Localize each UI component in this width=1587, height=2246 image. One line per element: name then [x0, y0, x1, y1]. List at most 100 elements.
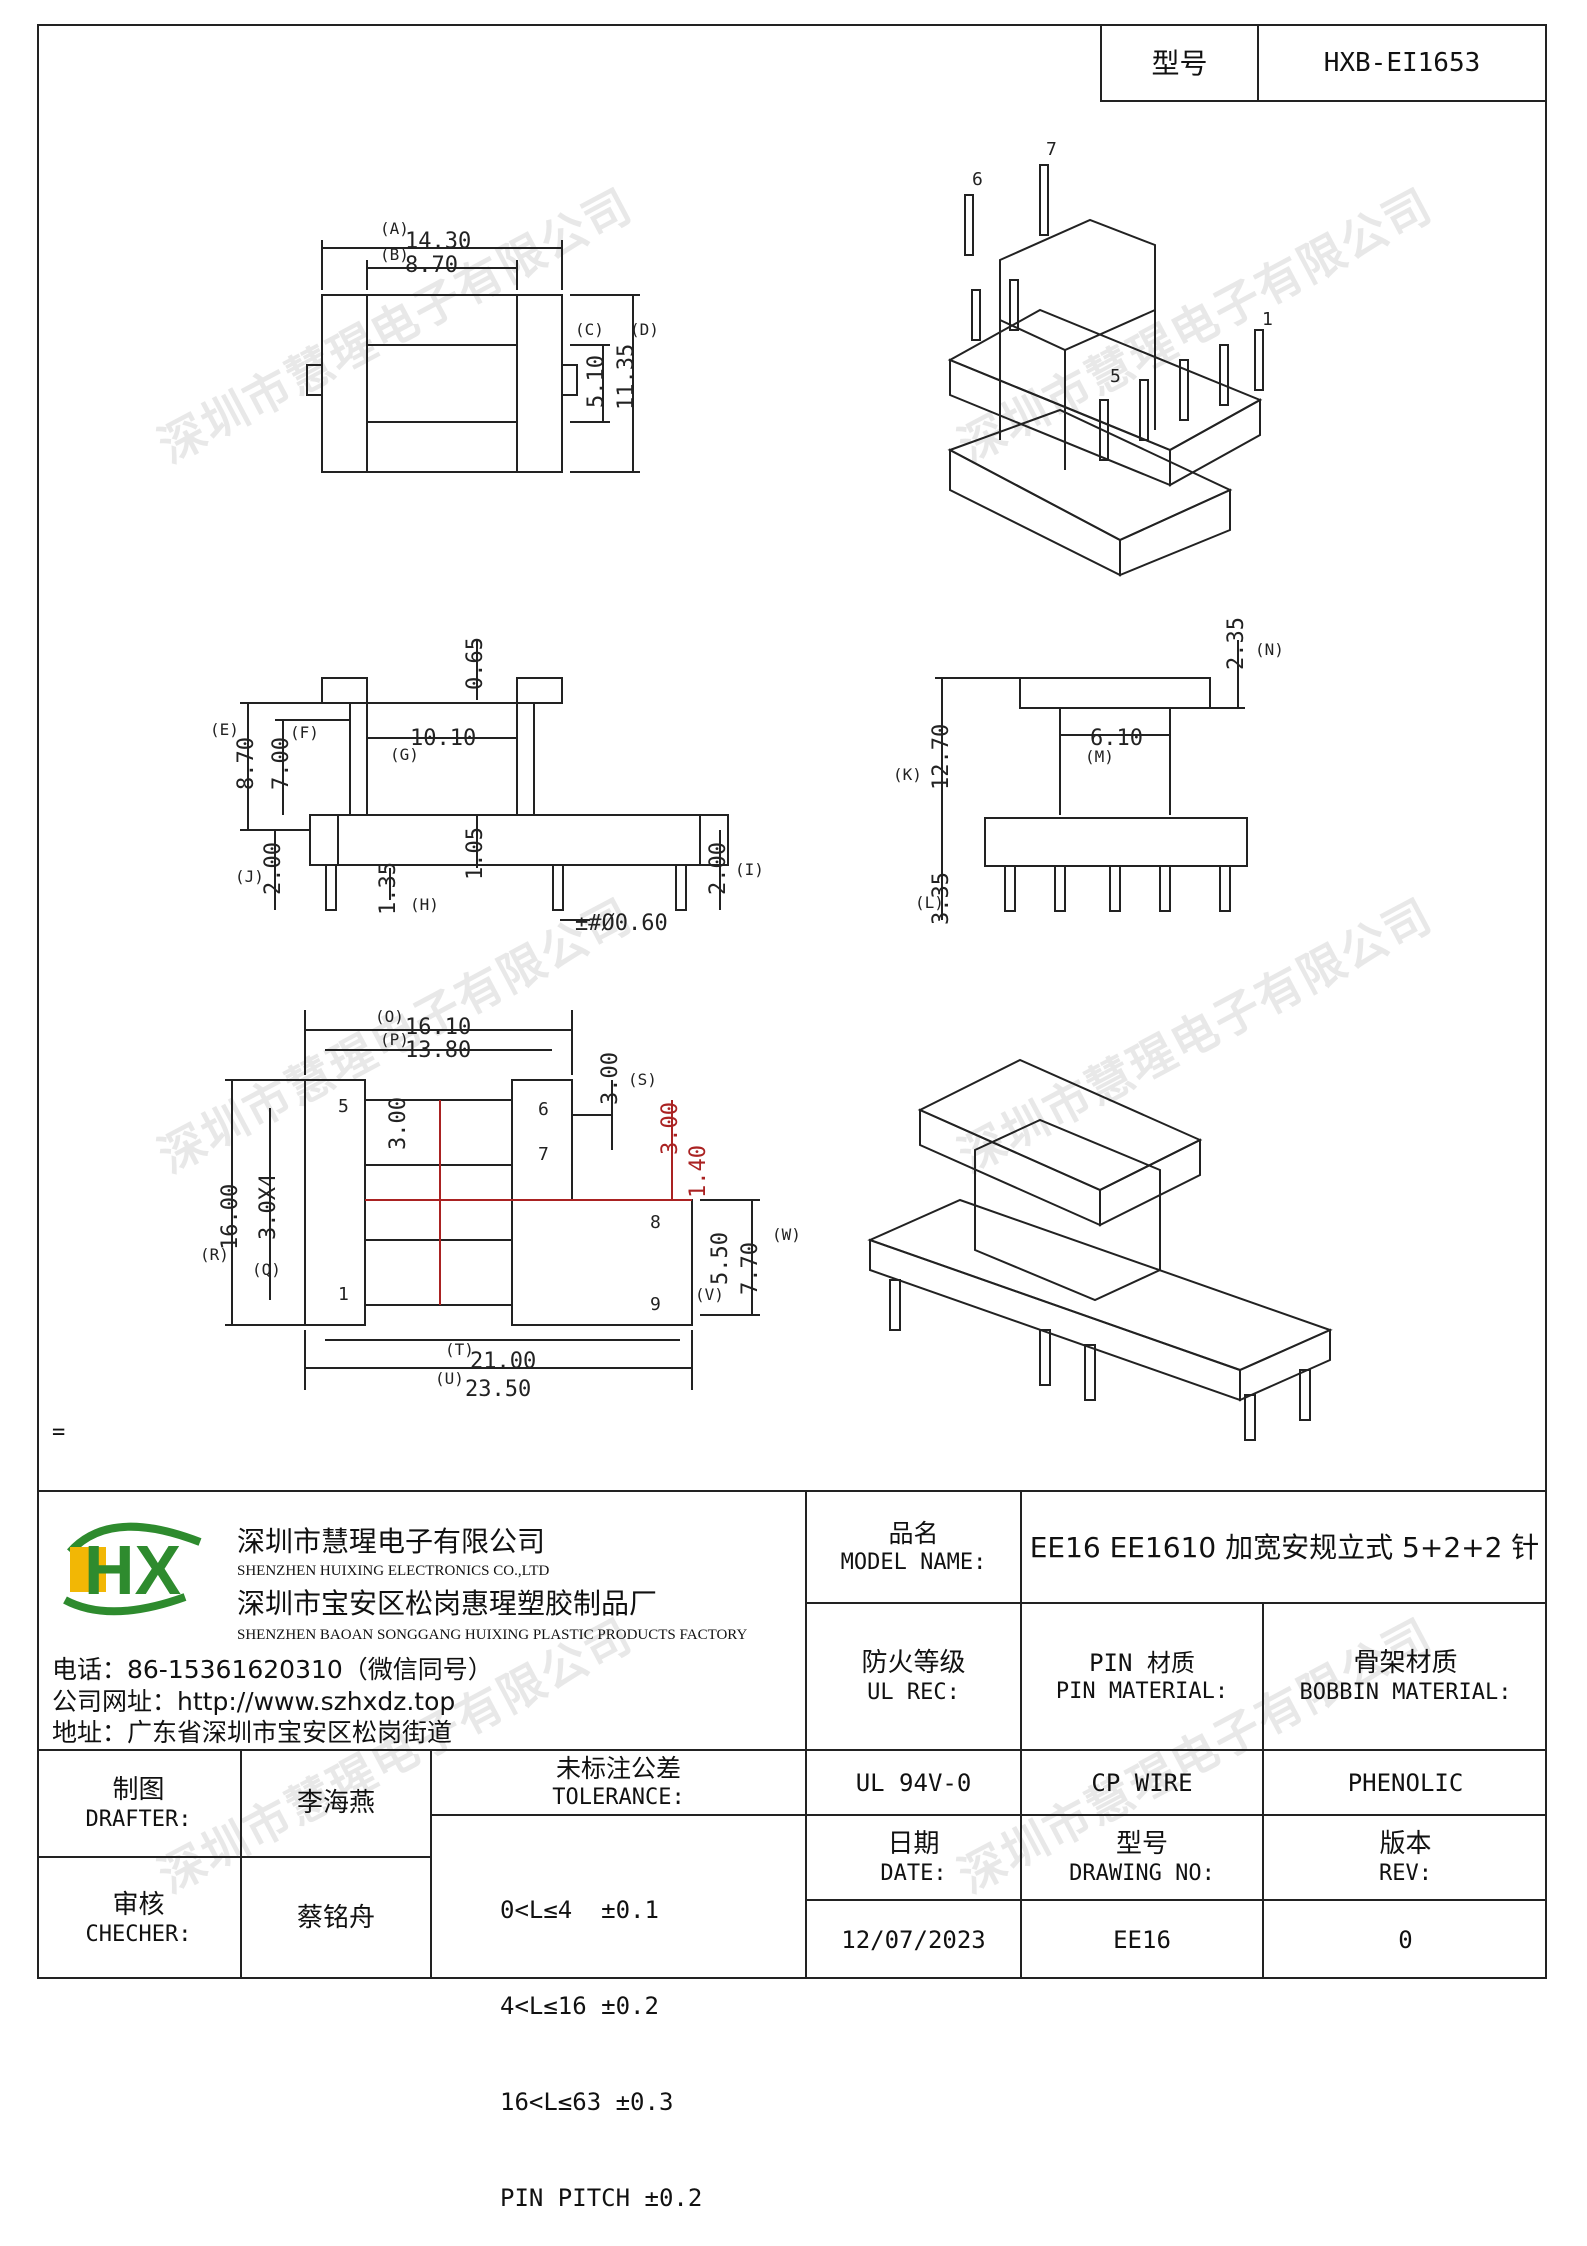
drawing-no-label: 型号 DRAWING NO: [1022, 1816, 1262, 1899]
titleblock-hline [37, 1749, 1547, 1751]
dim-label: (B) [380, 245, 409, 264]
logo-graphic [63, 1522, 202, 1616]
rev-label: 版本 REV: [1264, 1816, 1547, 1899]
model-name-label: 品名 MODEL NAME: [807, 1492, 1020, 1602]
dim-label: (H) [410, 895, 439, 914]
pin-material-cn: PIN 材质 [1089, 1648, 1195, 1677]
company-name-cn: 深圳市慧瑆电子有限公司 [237, 1525, 546, 1558]
dim-value: 13.80 [405, 1038, 471, 1063]
tolerance-cn: 未标注公差 [555, 1754, 681, 1784]
dim-value: 8.70 [234, 737, 259, 790]
dim-label: (D) [630, 320, 659, 339]
drafter-label: 制图 DRAFTER: [37, 1751, 240, 1856]
dim-value: 23.50 [465, 1377, 531, 1402]
ul-rec-label: 防火等级 UL REC: [807, 1604, 1020, 1749]
iso-view-top: 6 7 1 5 [947, 139, 1273, 577]
bobbin-material-en: BOBBIN MATERIAL: [1299, 1680, 1512, 1705]
dim-value: 5.50 [708, 1232, 733, 1285]
dim-value: 2.35 [1224, 617, 1249, 670]
pin-material-value: CP WIRE [1091, 1768, 1193, 1797]
bottom-view: (O) 16.10 (P) 13.80 3.00 (S) 3.00 3.00 1… [200, 1007, 801, 1402]
dim-value: 11.35 [614, 344, 639, 410]
rev-cn: 版本 [1379, 1828, 1432, 1859]
dim-label: (K) [893, 765, 922, 784]
tolerance-line: 16<L≤63 ±0.3 [500, 2088, 674, 2116]
pin-number: 5 [1110, 366, 1121, 387]
tolerance-en: TOLERANCE: [552, 1785, 685, 1811]
header-mid-line [1257, 24, 1259, 102]
drawing-no-value: EE16 [1113, 1926, 1171, 1954]
rev-value: 0 [1398, 1926, 1413, 1954]
titleblock-hline [430, 1814, 1547, 1816]
technical-drawing: (A) 14.30 (B) 8.70 (C) (D) 5.10 11.35 6 … [200, 139, 1333, 1441]
titleblock-hline [805, 1602, 1547, 1604]
dim-value: 10.10 [410, 726, 476, 751]
dim-label: (J) [235, 867, 264, 886]
dim-label: (P) [380, 1030, 409, 1049]
dim-value: ±#Ø0.60 [575, 911, 668, 936]
date-label: 日期 DATE: [807, 1816, 1020, 1899]
drafter-cn: 制图 [112, 1774, 165, 1805]
drawing-no-cn: 型号 [1115, 1828, 1168, 1859]
dim-label: (M) [1085, 747, 1114, 766]
dim-label: (T) [445, 1340, 474, 1359]
dim-label: (U) [435, 1369, 464, 1388]
tolerance-line: PIN PITCH ±0.2 [500, 2184, 703, 2212]
model-name-value: EE16 EE1610 加宽安规立式 5+2+2 针 [1029, 1530, 1540, 1564]
checker-cn: 审核 [112, 1889, 165, 1920]
rev-en: REV: [1379, 1861, 1432, 1886]
dim-label: (E) [210, 720, 239, 739]
dim-value: 1.05 [463, 827, 488, 880]
bobbin-material-label: 骨架材质 BOBBIN MATERIAL: [1264, 1604, 1547, 1749]
top-view: (A) 14.30 (B) 8.70 (C) (D) 5.10 11.35 [306, 219, 659, 473]
dim-value: 0.65 [463, 637, 488, 690]
tolerance-label: 未标注公差 TOLERANCE: [432, 1751, 805, 1814]
checker-label: 审核 CHECHER: [37, 1858, 240, 1979]
pin-number: 7 [538, 1144, 549, 1165]
titleblock-vline [1262, 1602, 1264, 1979]
tolerance-values: 0<L≤4 ±0.1 4<L≤16 ±0.2 16<L≤63 ±0.3 PIN … [500, 1830, 702, 2246]
titleblock-vline [805, 1490, 807, 1979]
checker-en: CHECHER: [85, 1922, 192, 1947]
header-bottom-line [1100, 100, 1547, 102]
dim-label: (A) [380, 219, 409, 238]
model-name-cn: 品名 [888, 1518, 939, 1548]
front-view: (E) (F) 8.70 7.00 (G) 10.10 0.65 1.05 1.… [210, 637, 764, 936]
dim-label: (W) [772, 1225, 801, 1244]
company-address: 地址：广东省深圳市宝安区松岗街道 [52, 1718, 453, 1747]
dim-label: (R) [200, 1245, 229, 1264]
drafter-en: DRAFTER: [85, 1807, 192, 1832]
dim-label: (V) [695, 1285, 724, 1304]
dim-label: (L) [915, 893, 944, 912]
dim-value: 7.70 [738, 1242, 763, 1295]
dim-label: (G) [390, 745, 419, 764]
company-name-en: SHENZHEN HUIXING ELECTRONICS CO.,LTD [237, 1563, 550, 1579]
dim-value: 2.00 [706, 842, 731, 895]
pin-number: 9 [650, 1294, 661, 1315]
dim-label: (C) [575, 320, 604, 339]
dim-label: (Q) [252, 1260, 281, 1279]
dim-value: 5.10 [584, 355, 609, 408]
date-cn: 日期 [887, 1828, 940, 1859]
pin-number: 1 [1262, 309, 1273, 330]
dim-value: 2.00 [261, 842, 286, 895]
titleblock-vline [240, 1749, 242, 1979]
pin-number: 7 [1046, 139, 1057, 160]
model-name-en: MODEL NAME: [840, 1549, 987, 1575]
factory-name-en: SHENZHEN BAOAN SONGGANG HUIXING PLASTIC … [237, 1627, 748, 1643]
date-en: DATE: [880, 1861, 947, 1886]
dim-value: 1.35 [376, 862, 401, 915]
dim-label: (N) [1255, 640, 1284, 659]
pin-number: 6 [972, 169, 983, 190]
model-label: 型号 [1151, 46, 1208, 80]
dim-value: 3.35 [929, 872, 954, 925]
ul-rec-value: UL 94V-0 [855, 1768, 972, 1797]
dim-value: 7.00 [269, 737, 294, 790]
pin-number: 8 [650, 1212, 661, 1233]
stray-mark: = [52, 1420, 66, 1445]
header-divider [1100, 24, 1102, 102]
dim-label: (I) [735, 860, 764, 879]
dim-label: (O) [375, 1007, 404, 1026]
tolerance-line: 4<L≤16 ±0.2 [500, 1992, 659, 2020]
dim-value: 3.00 [386, 1097, 411, 1150]
